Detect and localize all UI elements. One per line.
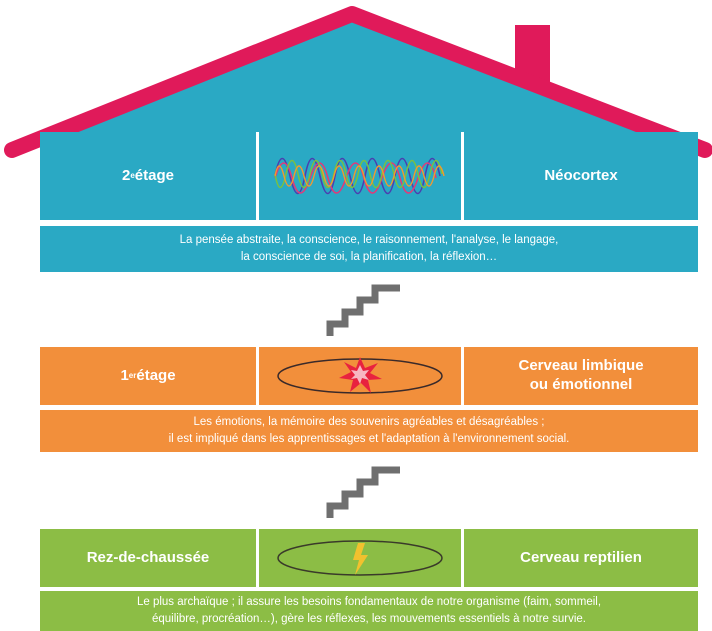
emotion-burst-icon	[277, 357, 443, 394]
roof-fill	[40, 14, 698, 160]
ground-floor-description: Le plus archaïque ; il assure les besoin…	[40, 591, 698, 631]
stairs-icon	[326, 466, 400, 518]
floor-1-description: Les émotions, la mémoire des souvenirs a…	[40, 410, 698, 452]
roof-icon	[4, 6, 712, 158]
ground-floor-level: Rez-de-chaussée	[86, 548, 210, 566]
floor-2-icon-cell	[256, 132, 465, 220]
lightning-icon	[277, 540, 443, 576]
ground-floor-icon-cell	[256, 529, 465, 587]
ground-floor-row: Rez-de-chaussée Cerveau reptilien	[40, 529, 698, 587]
brainwave-icon	[274, 157, 445, 195]
floor-1-icon-cell	[256, 347, 465, 405]
floor-2-name: Néocortex	[544, 166, 618, 184]
floor-2-description: La pensée abstraite, la conscience, le r…	[40, 226, 698, 272]
stairs-icon	[326, 284, 400, 336]
ground-floor-name: Cerveau reptilien	[520, 548, 642, 566]
